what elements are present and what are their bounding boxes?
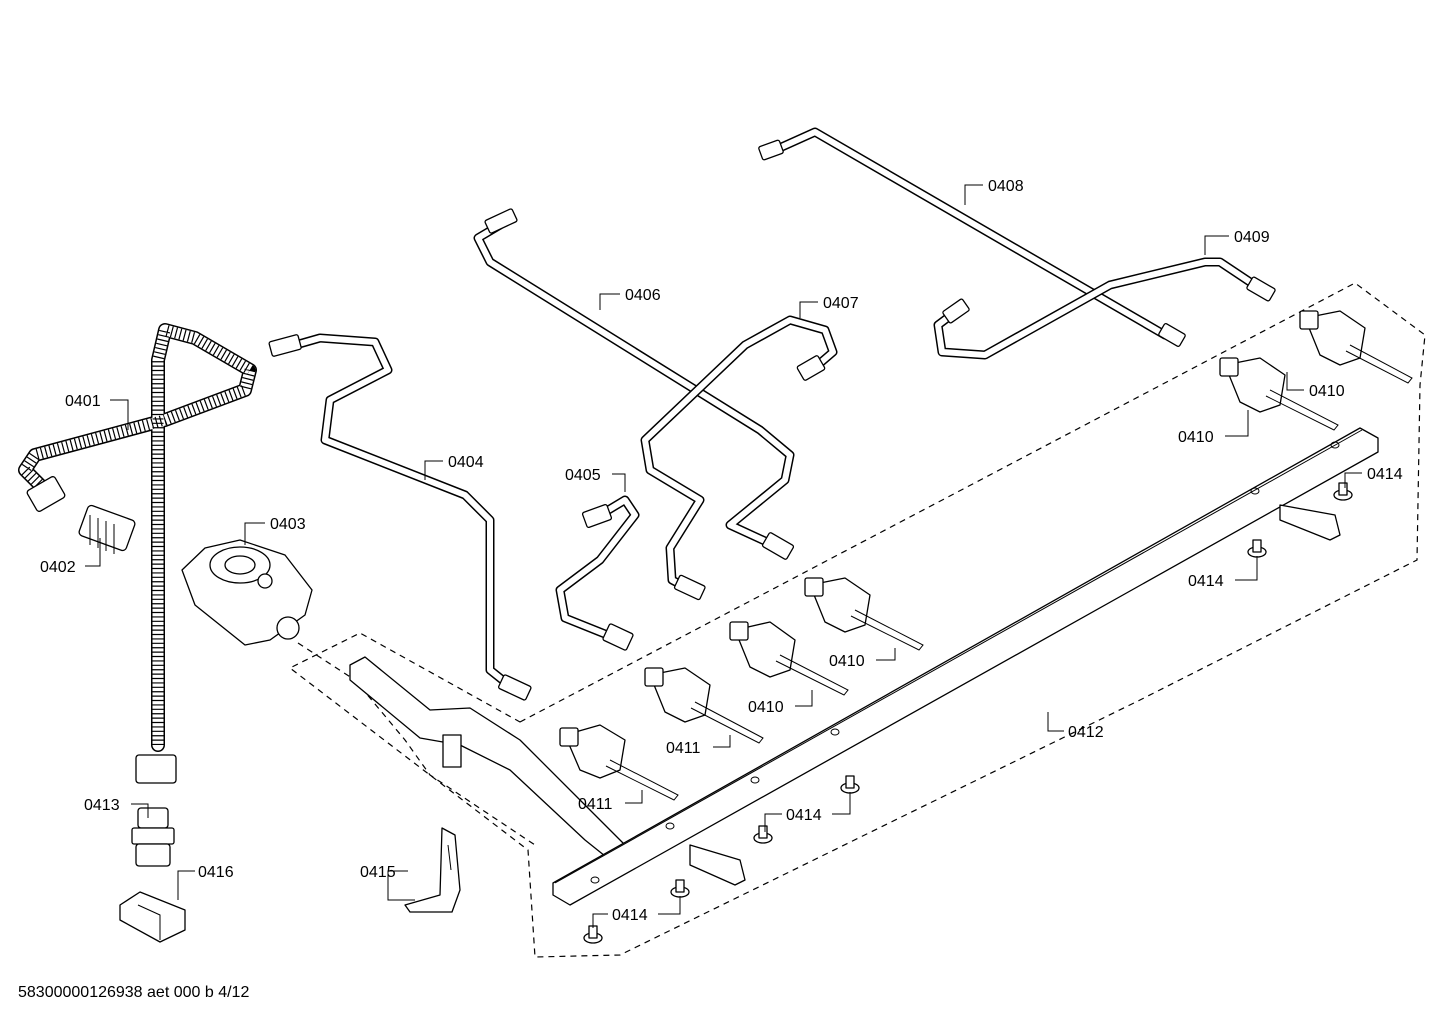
assembly-outline bbox=[288, 282, 1426, 958]
label-0414-a: 0414 bbox=[1367, 466, 1403, 483]
regulator-0403 bbox=[181, 539, 313, 646]
gas-pipe-0404 bbox=[268, 333, 532, 701]
label-0415: 0415 bbox=[360, 864, 396, 881]
gas-pipe-0406 bbox=[473, 208, 795, 560]
label-0413: 0413 bbox=[84, 797, 120, 814]
label-0414-d: 0414 bbox=[612, 907, 648, 924]
label-0410-d: 0410 bbox=[748, 699, 784, 716]
label-0410-a: 0410 bbox=[1309, 383, 1345, 400]
fitting-0402 bbox=[78, 504, 136, 554]
fitting-0413 bbox=[131, 807, 175, 867]
label-0416: 0416 bbox=[198, 864, 234, 881]
valve-0411-b bbox=[644, 667, 764, 744]
label-0408: 0408 bbox=[988, 178, 1024, 195]
part-labels: 0401 0402 0403 0404 0405 0406 0407 0408 … bbox=[40, 178, 1403, 924]
gas-pipe-0408 bbox=[758, 127, 1186, 347]
label-0405: 0405 bbox=[565, 467, 601, 484]
label-0414-b: 0414 bbox=[1188, 573, 1224, 590]
document-id: 58300000126938 aet 000 b 4/12 bbox=[18, 984, 249, 1001]
leader-lines bbox=[85, 184, 1362, 928]
valve-0410-b bbox=[804, 577, 924, 651]
manifold-rail-0412 bbox=[552, 427, 1379, 906]
label-0410-b: 0410 bbox=[1178, 429, 1214, 446]
label-0409: 0409 bbox=[1234, 229, 1270, 246]
label-0404: 0404 bbox=[448, 454, 484, 471]
label-0406: 0406 bbox=[625, 287, 661, 304]
label-0403: 0403 bbox=[270, 516, 306, 533]
valve-0410-a bbox=[729, 621, 849, 696]
bracket-0416 bbox=[119, 891, 186, 943]
flex-hose-0401 bbox=[18, 323, 257, 784]
label-0414-c: 0414 bbox=[786, 807, 822, 824]
gas-pipe-0409 bbox=[933, 257, 1276, 360]
gas-pipe-0405 bbox=[555, 495, 640, 651]
label-0402: 0402 bbox=[40, 559, 76, 576]
gas-pipe-0407 bbox=[640, 315, 838, 601]
label-0407: 0407 bbox=[823, 295, 859, 312]
valve-0410-c bbox=[1219, 357, 1339, 431]
label-0411-b: 0411 bbox=[578, 796, 613, 813]
bracket-0415 bbox=[404, 827, 461, 913]
valve-0411-a bbox=[559, 724, 679, 801]
valve-0410-d bbox=[1299, 310, 1413, 384]
label-0411-a: 0411 bbox=[666, 740, 701, 757]
label-0410-c: 0410 bbox=[829, 653, 865, 670]
label-0412: 0412 bbox=[1068, 724, 1104, 741]
label-0401: 0401 bbox=[65, 393, 101, 410]
